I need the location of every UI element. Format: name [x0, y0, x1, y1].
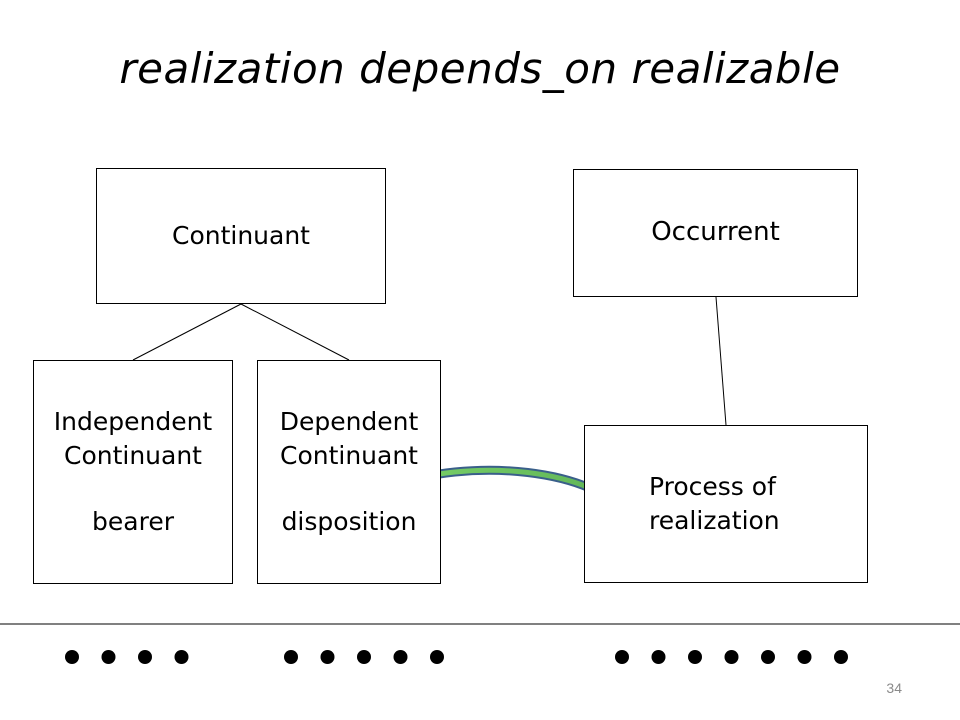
continuant-label: Continuant — [171, 221, 310, 251]
timeline-dot — [797, 650, 812, 664]
timeline-dot — [138, 650, 152, 664]
continuant-box: Continuant — [96, 168, 386, 304]
independent-label-bearer: bearer — [92, 506, 174, 536]
timeline-dot — [357, 650, 371, 664]
timeline-dot — [65, 650, 79, 664]
timeline-dot — [615, 650, 629, 664]
occurrent-box: Occurrent — [573, 169, 858, 297]
page-number: 34 — [886, 680, 902, 696]
connector-continuant-dependent — [240, 303, 350, 361]
timeline-dot — [174, 650, 189, 664]
occurrent-label: Occurrent — [651, 217, 780, 248]
timeline-dot — [393, 650, 408, 664]
connector-continuant-independent — [132, 303, 242, 361]
timeline-dot — [688, 650, 702, 664]
dependent-label-line2: Continuant — [279, 441, 418, 471]
timeline-dot — [320, 650, 335, 664]
process-of-realization-box: Process of realization — [584, 425, 868, 583]
independent-label-line1: Independent — [53, 407, 213, 437]
independent-label-line2: Continuant — [63, 441, 202, 471]
dependent-continuant-box: Dependent Continuant disposition — [257, 360, 441, 584]
timeline-dot — [724, 650, 739, 664]
dependent-label-disposition: disposition — [281, 506, 417, 536]
dependent-label-line1: Dependent — [279, 407, 419, 437]
timeline-dot — [834, 650, 848, 664]
process-label-line1: Process of — [649, 472, 776, 502]
connector-occurrent-process — [715, 296, 727, 426]
independent-continuant-box: Independent Continuant bearer — [33, 360, 233, 584]
timeline-dot — [761, 650, 775, 664]
timeline-dot — [101, 650, 116, 664]
timeline-dot — [651, 650, 666, 664]
slide-title: realization depends_on realizable — [119, 44, 841, 93]
timeline-dots — [65, 650, 848, 664]
timeline-dot — [430, 650, 444, 664]
timeline-dot — [284, 650, 298, 664]
process-label-line2: realization — [649, 506, 780, 535]
